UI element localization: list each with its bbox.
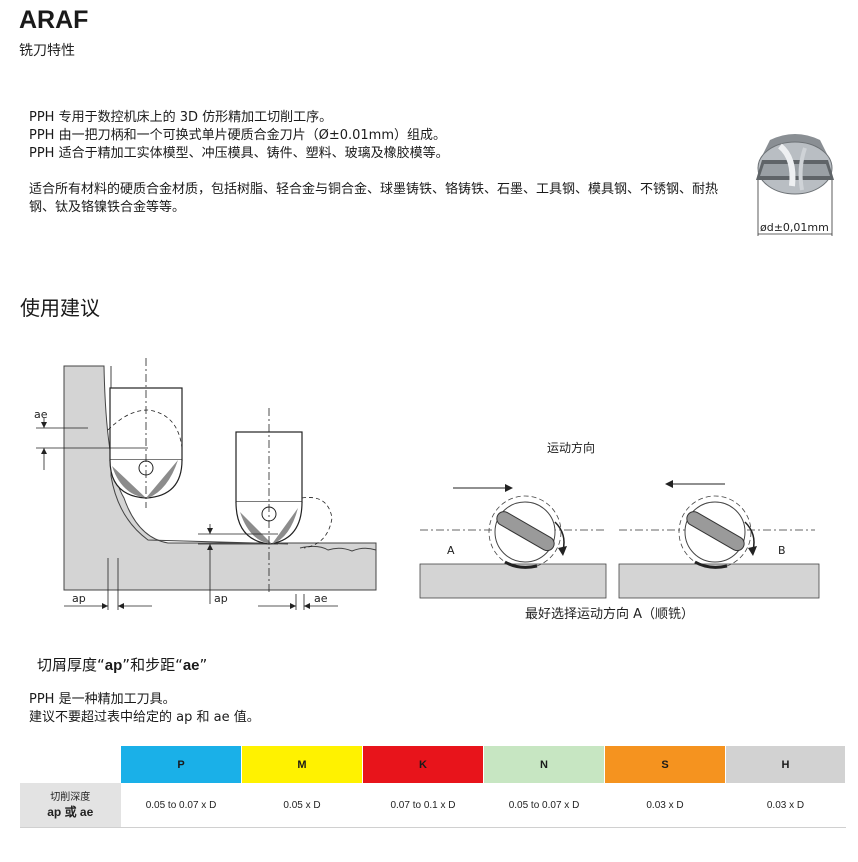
value-cell-h: 0.03 x D: [725, 783, 846, 828]
ap-left-label: ap: [72, 592, 86, 605]
note-line-2: 建议不要超过表中给定的 ap 和 ae 值。: [29, 710, 260, 725]
grade-header-m: M: [241, 746, 363, 783]
grade-header-h: H: [725, 746, 846, 783]
grade-header-n: N: [483, 746, 605, 783]
point-a-label: A: [447, 544, 455, 557]
usage-section-title: 使用建议: [20, 296, 100, 320]
note-line-1: PPH 是一种精加工刀具。: [29, 692, 176, 707]
grade-header-s: S: [604, 746, 726, 783]
recommendation-text: 最好选择运动方向 A（顺铣）: [525, 606, 694, 622]
intro-line-3: PPH 适合于精加工实体模型、冲压模具、铸件、塑料、玻璃及橡胶模等。: [29, 146, 449, 161]
table-header-row: P M K N S H: [20, 746, 846, 783]
cutting-depth-label: 切削深度 ap 或 ae: [20, 783, 121, 828]
grade-header-p: P: [120, 746, 242, 783]
value-cell-p: 0.05 to 0.07 x D: [120, 783, 242, 828]
page-subtitle: 铣刀特性: [19, 43, 75, 59]
insert-dimension-label: ød±0,01mm: [760, 221, 829, 234]
value-cell-k: 0.07 to 0.1 x D: [362, 783, 484, 828]
value-cell-m: 0.05 x D: [241, 783, 363, 828]
insert-figure: ød±0,01mm: [756, 134, 834, 236]
table-row: 切削深度 ap 或 ae 0.05 to 0.07 x D 0.05 x D 0…: [20, 783, 846, 828]
chip-thickness-title: 切屑厚度“ap”和步距“ae”: [37, 656, 208, 674]
intro-line-4: 适合所有材料的硬质合金材质，包括树脂、轻合金与铜合金、球墨铸铁、铬铸铁、石墨、工…: [29, 182, 719, 215]
direction-diagram: 运动方向 A B 最好选择运动方向 A（顺铣）: [419, 440, 820, 622]
ap-mid-label: ap: [214, 592, 228, 605]
table-corner: [20, 746, 121, 783]
intro-line-1: PPH 专用于数控机床上的 3D 仿形精加工切削工序。: [29, 110, 333, 125]
page-title: ARAF: [19, 6, 89, 34]
point-b-label: B: [778, 544, 786, 557]
intro-text: PPH 专用于数控机床上的 3D 仿形精加工切削工序。 PPH 由一把刀柄和一个…: [29, 109, 719, 217]
ae-right-label: ae: [314, 592, 328, 605]
intro-line-2: PPH 由一把刀柄和一个可换式单片硬质合金刀片（Ø±0.01mm）组成。: [29, 128, 446, 143]
engagement-diagram: ae ap ap ae: [34, 358, 377, 610]
value-cell-s: 0.03 x D: [604, 783, 726, 828]
cutting-depth-table: P M K N S H 切削深度 ap 或 ae 0.05 to 0.07 x …: [20, 746, 846, 828]
ae-top-label: ae: [34, 408, 48, 421]
grade-header-k: K: [362, 746, 484, 783]
value-cell-n: 0.05 to 0.07 x D: [483, 783, 605, 828]
recommendation-note: PPH 是一种精加工刀具。 建议不要超过表中给定的 ap 和 ae 值。: [29, 691, 260, 727]
direction-title: 运动方向: [547, 440, 595, 455]
